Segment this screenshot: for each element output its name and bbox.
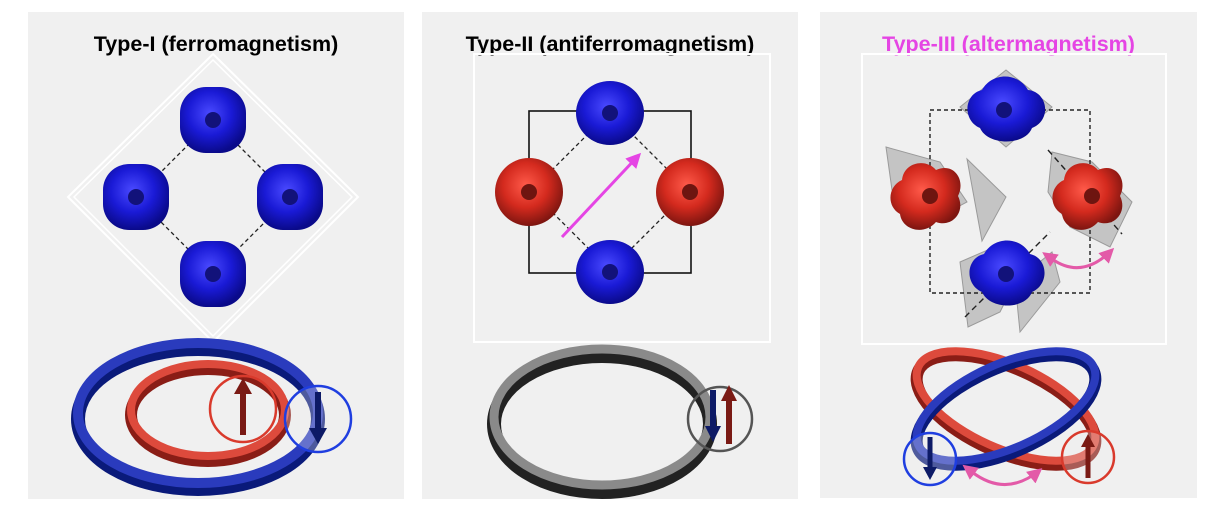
- panel-type-ii: Type-II (antiferromagnetism): [422, 12, 798, 499]
- spin-band-ring-gray: [487, 344, 717, 499]
- panel-type-iii: Type-III (altermagnetism): [820, 12, 1197, 498]
- spin-up-arrow-icon: [1060, 429, 1116, 485]
- unit-cell-outline: [473, 53, 771, 343]
- spin-density-blue: [576, 81, 644, 145]
- spin-pair-icon: [686, 385, 754, 453]
- unit-cell-outline: [861, 53, 1167, 345]
- rotation-arrow-icon: [962, 464, 1043, 486]
- rotation-arrow-icon: [1042, 247, 1115, 270]
- spin-up-arrow-icon: [721, 385, 737, 444]
- spin-density-blue: [967, 76, 1046, 142]
- spin-density-blue: [257, 164, 323, 230]
- spin-density-red: [495, 158, 563, 226]
- antiferromagnet-diagram: [473, 53, 771, 499]
- spin-density-blue: [180, 241, 246, 307]
- translation-arrow-icon: [560, 152, 642, 239]
- spin-density-red: [656, 158, 724, 226]
- spin-density-red: [1052, 163, 1123, 230]
- spin-up-arrow-icon: [208, 374, 278, 444]
- spin-density-blue: [180, 87, 246, 153]
- altermagnet-diagram: [861, 53, 1167, 487]
- dashed-bond-square: [530, 111, 690, 271]
- spin-down-arrow-icon: [705, 390, 721, 442]
- spin-down-arrow-icon: [283, 384, 353, 454]
- panel-title: Type-III (altermagnetism): [882, 32, 1135, 56]
- spin-band-ring-red: [125, 360, 291, 467]
- panel-title: Type-II (antiferromagnetism): [465, 32, 755, 56]
- spin-density-red: [890, 163, 961, 230]
- spin-density-blue: [969, 240, 1045, 306]
- panel-title: Type-I (ferromagnetism): [93, 32, 339, 56]
- spin-down-arrow-icon: [902, 431, 958, 487]
- spin-density-blue: [576, 240, 644, 304]
- ferromagnet-diagram: [66, 52, 360, 496]
- spin-density-blue: [103, 164, 169, 230]
- panel-type-i: Type-I (ferromagnetism): [28, 12, 404, 499]
